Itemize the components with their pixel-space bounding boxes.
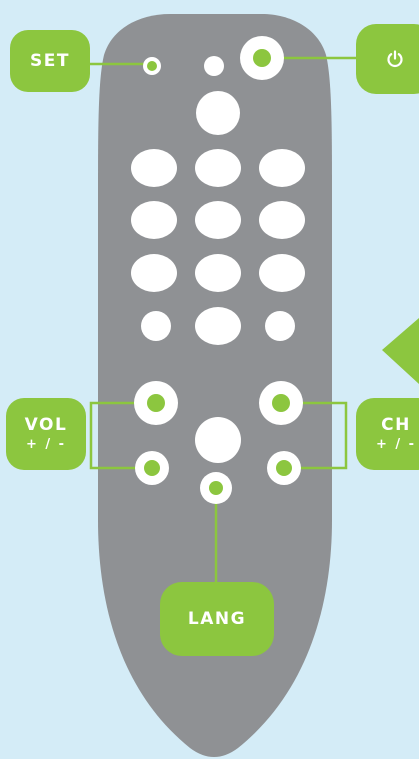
number-button[interactable] bbox=[259, 254, 305, 292]
lang-label-text: LANG bbox=[187, 609, 247, 629]
power-button-indicator bbox=[253, 49, 271, 67]
menu-button[interactable] bbox=[196, 91, 240, 135]
small-left-button[interactable] bbox=[141, 311, 171, 341]
number-button[interactable] bbox=[131, 149, 177, 187]
ch-label: CH + / - bbox=[356, 398, 419, 470]
number-button[interactable] bbox=[195, 149, 241, 187]
set-button-indicator bbox=[147, 61, 157, 71]
number-button[interactable] bbox=[131, 254, 177, 292]
pointer-triangle bbox=[382, 318, 419, 384]
number-button[interactable] bbox=[195, 201, 241, 239]
number-button[interactable] bbox=[131, 201, 177, 239]
set-label-text: SET bbox=[30, 51, 70, 71]
number-button[interactable] bbox=[195, 254, 241, 292]
number-button-zero[interactable] bbox=[195, 307, 241, 345]
lang-button-indicator bbox=[209, 481, 223, 495]
lang-label: LANG bbox=[160, 582, 274, 656]
set-label: SET bbox=[10, 30, 90, 92]
vol-up-indicator bbox=[147, 394, 165, 412]
number-pad bbox=[131, 149, 305, 345]
small-right-button[interactable] bbox=[265, 311, 295, 341]
power-icon bbox=[387, 50, 403, 68]
ch-label-sub: + / - bbox=[375, 437, 417, 452]
power-label bbox=[356, 24, 419, 94]
remote-body bbox=[98, 14, 332, 757]
ch-label-text: CH bbox=[381, 415, 411, 435]
connector-lines bbox=[89, 56, 358, 584]
number-button[interactable] bbox=[259, 149, 305, 187]
vol-down-indicator bbox=[144, 460, 160, 476]
vol-label-text: VOL bbox=[24, 415, 68, 435]
ch-down-indicator bbox=[276, 460, 292, 476]
vol-bracket bbox=[89, 401, 156, 470]
top-small-button[interactable] bbox=[204, 56, 224, 76]
ch-bracket bbox=[281, 401, 348, 470]
vol-label: VOL + / - bbox=[6, 398, 86, 470]
ch-up-indicator bbox=[272, 394, 290, 412]
vol-label-sub: + / - bbox=[25, 437, 67, 452]
number-button[interactable] bbox=[259, 201, 305, 239]
mute-button[interactable] bbox=[195, 417, 241, 463]
